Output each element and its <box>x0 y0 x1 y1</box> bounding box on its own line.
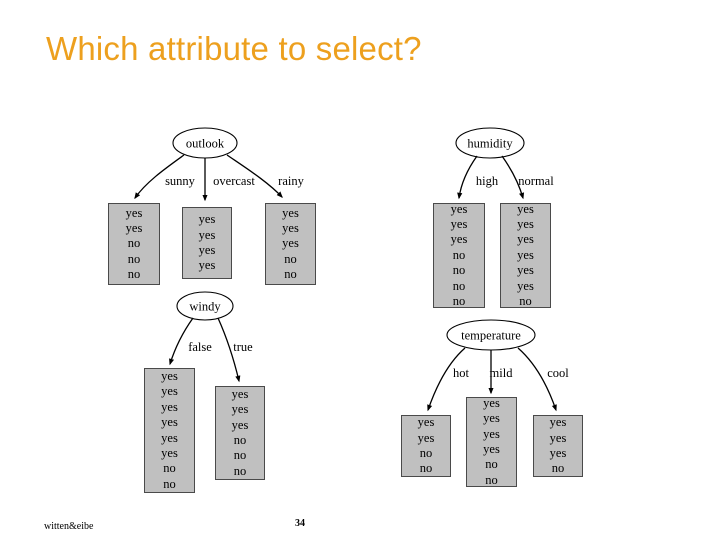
leaf-value: no <box>163 476 176 491</box>
edge-label-false: false <box>188 340 212 354</box>
leaf-value: yes <box>231 386 249 401</box>
leaf-value: yes <box>161 415 178 430</box>
leaf-value: no <box>233 433 247 447</box>
edge-label-sunny: sunny <box>165 174 196 188</box>
leaf-value: yes <box>517 278 534 293</box>
leaf-value: yes <box>483 442 500 456</box>
leaf-value: yes <box>549 446 567 460</box>
edge-windy-true <box>217 317 241 383</box>
leaf-value: yes <box>517 263 534 278</box>
leaf-value: no <box>127 236 141 251</box>
leaf-value: yes <box>483 411 500 426</box>
node-humidity[interactable] <box>455 127 525 159</box>
leaf-value: yes <box>417 415 435 430</box>
leaf-value: yes <box>161 369 178 383</box>
tree-temperature: temperature hot mild cool <box>427 319 569 412</box>
node-outlook-label: outlook <box>186 137 225 151</box>
leaf-value: yes <box>549 415 567 430</box>
leaf-value: no <box>127 251 141 266</box>
leaf-value: yes <box>231 417 249 432</box>
leaf-value: yes <box>198 258 216 273</box>
leaf-value: yes <box>161 430 178 445</box>
leaf-value: no <box>452 263 466 278</box>
leaf-value: yes <box>517 232 534 247</box>
leaf-value: yes <box>450 201 468 216</box>
leaf-value: yes <box>282 236 299 251</box>
edge-label-rainy: rainy <box>278 174 304 188</box>
tree-outlook: outlook sunny overcast rainy <box>134 127 305 202</box>
tree-windy: windy false true <box>169 291 253 383</box>
leaf-value: yes <box>125 205 143 220</box>
edge-temperature-hot <box>427 347 466 412</box>
leaf-value: no <box>452 278 466 293</box>
node-temperature-label: temperature <box>461 329 521 343</box>
leaf-value: yes <box>517 247 534 262</box>
leaf-value: yes <box>198 212 216 227</box>
edge-humidity-normal <box>501 155 525 200</box>
leaf-value: no <box>485 472 498 487</box>
page-title: Which attribute to select? <box>46 30 422 67</box>
leaf-value: no <box>284 251 297 266</box>
leaf-value: yes <box>517 217 534 232</box>
edge-temperature-cool <box>517 347 557 412</box>
tree-humidity: humidity high normal <box>455 127 554 200</box>
leaf-value: no <box>452 293 466 308</box>
leaf-value: no <box>485 457 498 472</box>
leaf-value: yes <box>161 445 178 460</box>
leaf-value: yes <box>549 430 567 445</box>
leaf-value: no <box>551 461 565 476</box>
edge-outlook-sunny <box>134 154 185 200</box>
edge-label-high: high <box>476 174 499 188</box>
leaf-value: yes <box>161 384 178 399</box>
leaf-value: no <box>419 446 433 460</box>
edge-label-mild: mild <box>490 366 514 380</box>
leaf-value: yes <box>450 217 468 232</box>
leaf-value: yes <box>231 402 249 417</box>
leaf-value: no <box>233 463 247 478</box>
leaf-value: no <box>419 461 433 476</box>
leaf-value: yes <box>198 243 216 257</box>
node-humidity-label: humidity <box>467 137 513 151</box>
edge-humidity-high <box>457 155 478 200</box>
leaf-value: yes <box>282 220 299 235</box>
leaf-value: yes <box>161 399 178 414</box>
edge-label-cool: cool <box>547 366 569 380</box>
leaf-value: yes <box>125 220 143 235</box>
leaf-value: yes <box>483 426 500 441</box>
leaf-value: no <box>284 267 297 282</box>
leaf-value: no <box>452 247 466 262</box>
leaf-value: no <box>163 461 176 476</box>
edge-outlook-rainy <box>226 154 283 198</box>
edge-label-true: true <box>233 340 253 354</box>
leaf-value: yes <box>450 232 468 247</box>
node-windy-label: windy <box>189 300 221 314</box>
edge-label-overcast: overcast <box>213 174 255 188</box>
leaf-value: yes <box>417 430 435 445</box>
edge-label-normal: normal <box>518 174 554 188</box>
leaf-value: no <box>127 267 141 282</box>
edge-windy-false <box>169 317 194 366</box>
leaf-value: yes <box>483 395 500 410</box>
leaf-value: yes <box>517 201 534 216</box>
leaf-value: yes <box>198 227 216 242</box>
leaf-value: no <box>519 293 532 308</box>
edge-label-hot: hot <box>453 366 470 380</box>
footer-page-number: 34 <box>295 518 305 529</box>
leaf-value: no <box>233 448 247 463</box>
node-windy[interactable] <box>176 291 234 321</box>
footer-credit: witten&eibe <box>44 521 94 532</box>
leaf-value: yes <box>282 205 299 220</box>
